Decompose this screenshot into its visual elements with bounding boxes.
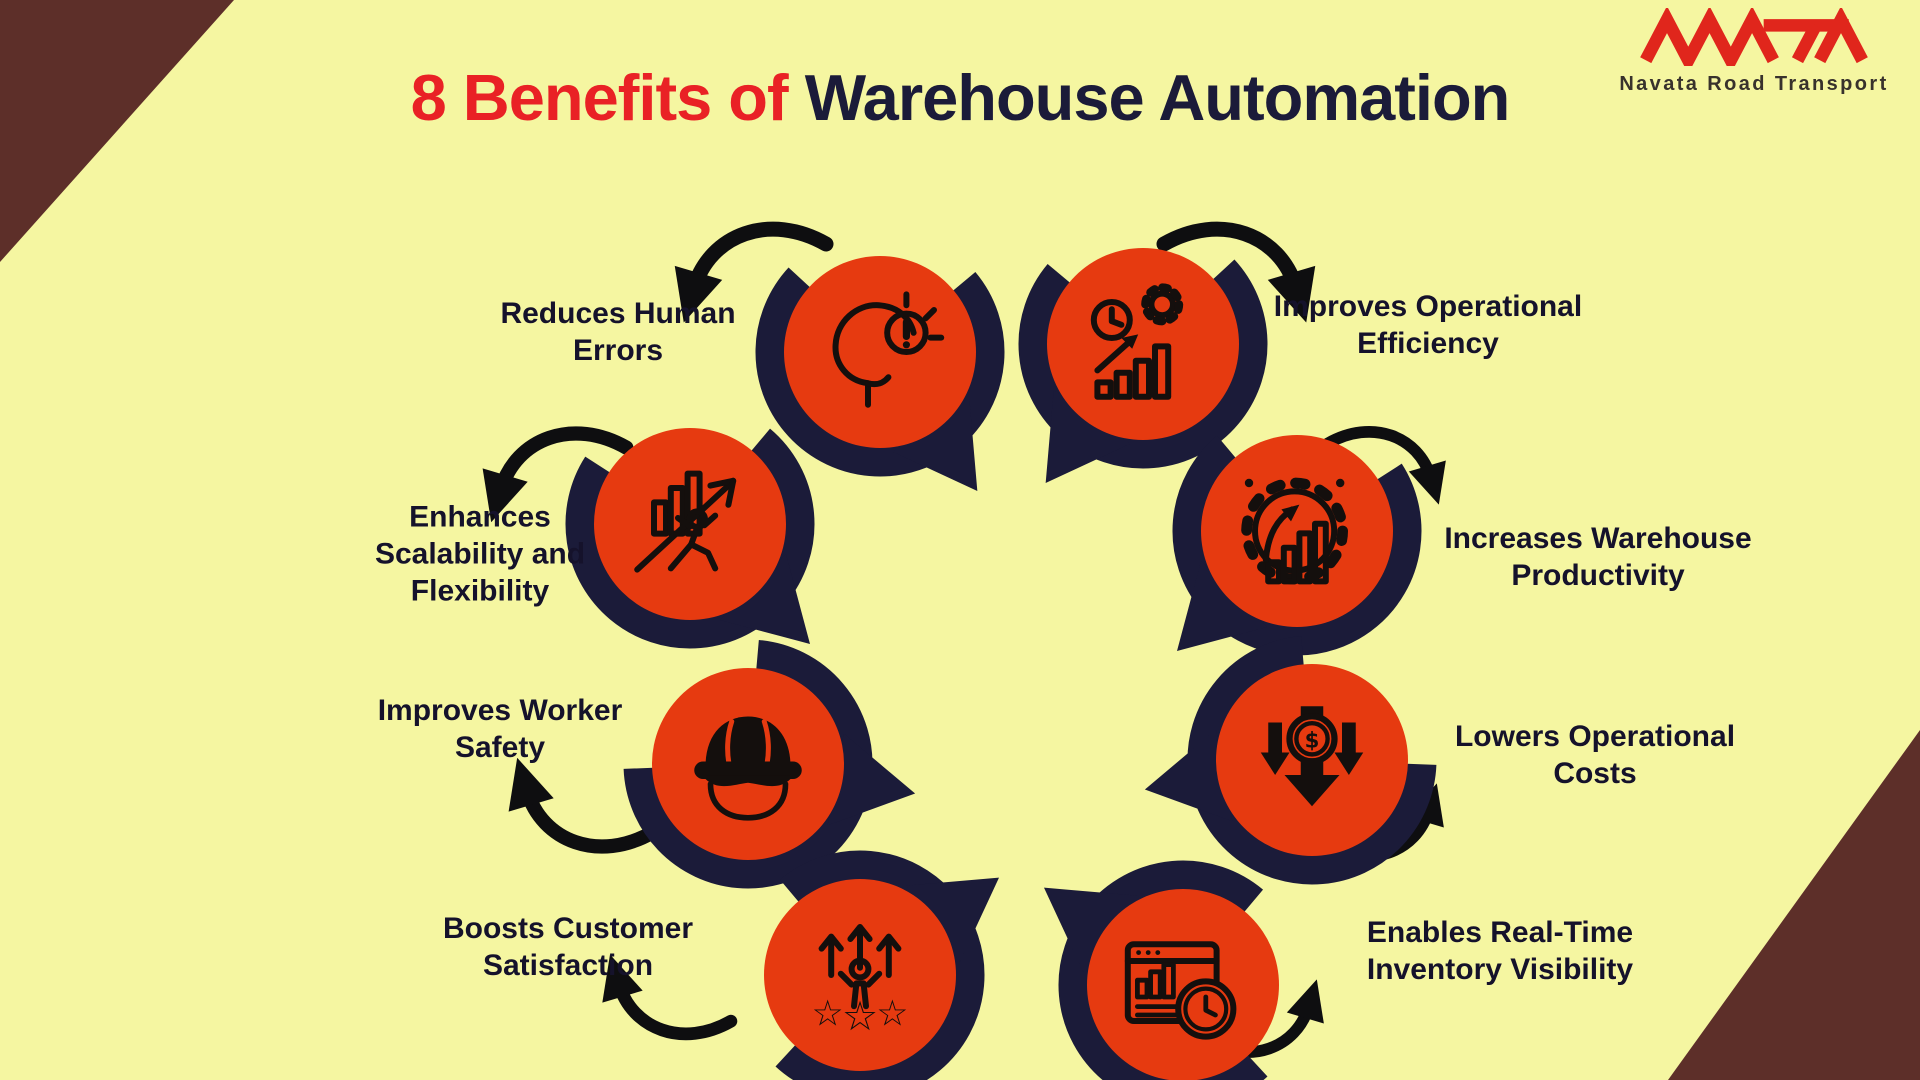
benefit-circle <box>1047 248 1239 440</box>
benefit-improves-worker-safety <box>536 552 960 976</box>
title-main: Warehouse Automation <box>804 61 1511 134</box>
benefit-label: Improves Worker Safety <box>377 694 623 764</box>
benefit-lowers-operational-costs <box>1100 548 1524 972</box>
benefit-improves-operational-efficiency <box>967 168 1320 521</box>
benefit-circle <box>784 256 976 448</box>
benefit-boosts-customer-satisfaction <box>684 799 1037 1080</box>
benefit-enhances-scalability-flexibility <box>538 372 842 676</box>
benefit-circle <box>1087 889 1279 1080</box>
navata-logo-mark-icon <box>1640 6 1868 74</box>
navata-logo: Navata Road Transport <box>1604 6 1904 96</box>
benefit-label: Increases Warehouse Productivity <box>1444 522 1752 592</box>
benefit-reduces-human-errors <box>704 176 1057 529</box>
benefit-label: Lowers Operational Costs <box>1454 720 1736 790</box>
benefit-circle <box>1201 435 1393 627</box>
flow-arrow <box>619 984 731 1034</box>
benefit-label: Improves Operational Efficiency <box>1273 290 1583 360</box>
flow-arrow <box>694 229 826 288</box>
benefit-label: Boosts Customer Satisfaction <box>442 912 694 982</box>
benefit-enables-real-time-inventory-visibility <box>1007 809 1360 1080</box>
benefit-label: Enables Real-Time Inventory Visibility <box>1366 916 1634 986</box>
benefit-label: Enhances Scalability and Flexibility <box>374 500 586 608</box>
page-title: 8 Benefits of Warehouse Automation <box>0 60 1920 135</box>
logo-tagline: Navata Road Transport <box>1619 73 1889 95</box>
benefit-label: Reduces Human Errors <box>500 297 736 367</box>
benefit-increases-warehouse-productivity <box>1145 379 1449 683</box>
title-highlight: 8 Benefits of <box>410 61 789 134</box>
